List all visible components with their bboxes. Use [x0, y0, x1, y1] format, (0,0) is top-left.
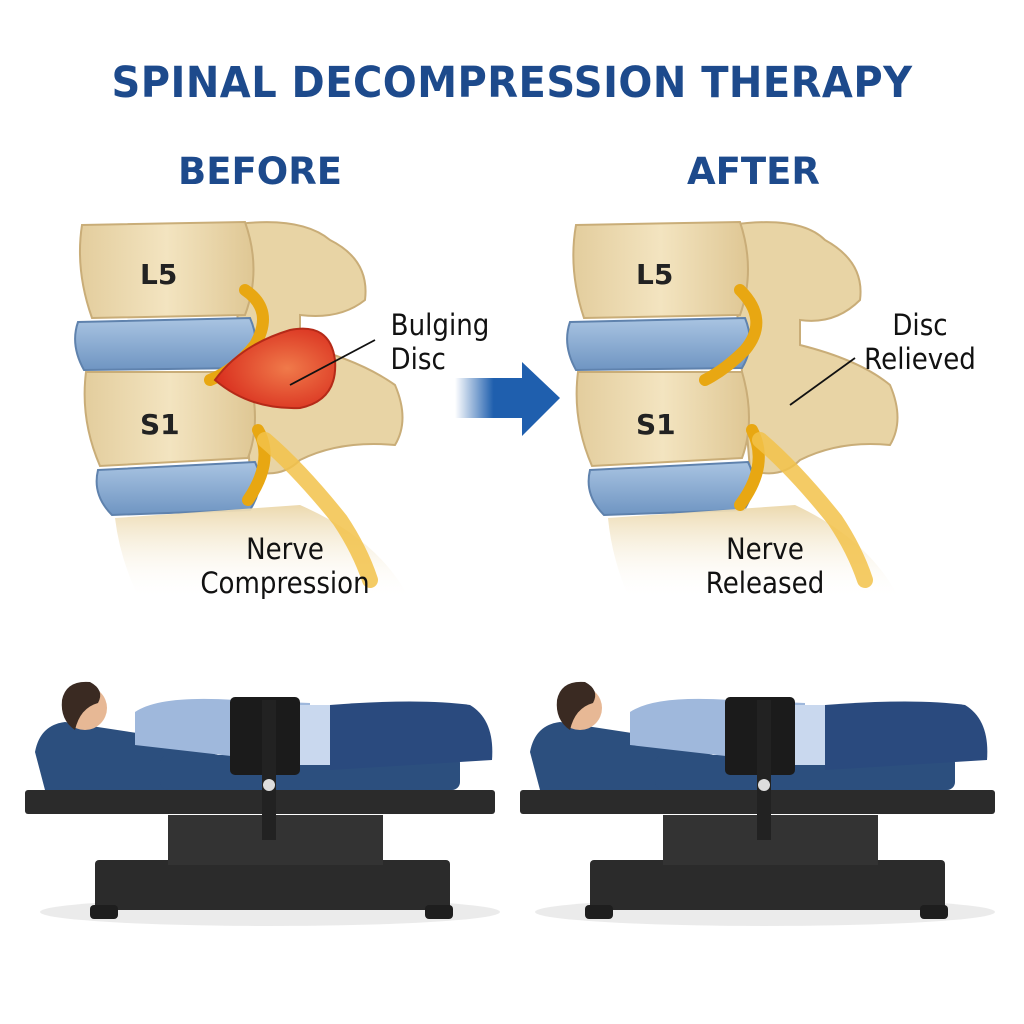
before-heading: BEFORE — [178, 150, 342, 193]
before-nerve-label-line2: Compression — [200, 566, 370, 600]
after-decompression-table — [520, 681, 995, 926]
before-l5-label: L5 — [140, 258, 178, 291]
before-nerve-label-line1: Nerve — [246, 532, 324, 566]
after-spine-illustration — [566, 220, 900, 600]
after-nerve-label: Nerve Released — [689, 532, 842, 600]
after-heading: AFTER — [687, 150, 820, 193]
before-spine-illustration — [74, 220, 410, 600]
after-s1-label: S1 — [636, 408, 676, 441]
right-arrow-icon — [455, 362, 560, 436]
before-s1-label: S1 — [140, 408, 180, 441]
before-disc-label-line1: Bulging — [390, 308, 490, 342]
after-l5-label: L5 — [636, 258, 674, 291]
before-disc-label: Bulging Disc — [382, 308, 499, 376]
after-disc-label: Disc Relieved — [857, 308, 983, 376]
before-decompression-table — [25, 681, 500, 926]
before-nerve-label: Nerve Compression — [191, 532, 380, 600]
before-disc-label-line2: Disc — [390, 342, 446, 376]
after-nerve-label-line1: Nerve — [726, 532, 804, 566]
page-title: SPINAL DECOMPRESSION THERAPY — [111, 58, 913, 108]
bulging-disc-shape — [213, 327, 337, 410]
after-nerve-label-line2: Released — [705, 566, 825, 600]
after-disc-label-line2: Relieved — [864, 342, 976, 376]
after-disc-label-line1: Disc — [892, 308, 948, 342]
